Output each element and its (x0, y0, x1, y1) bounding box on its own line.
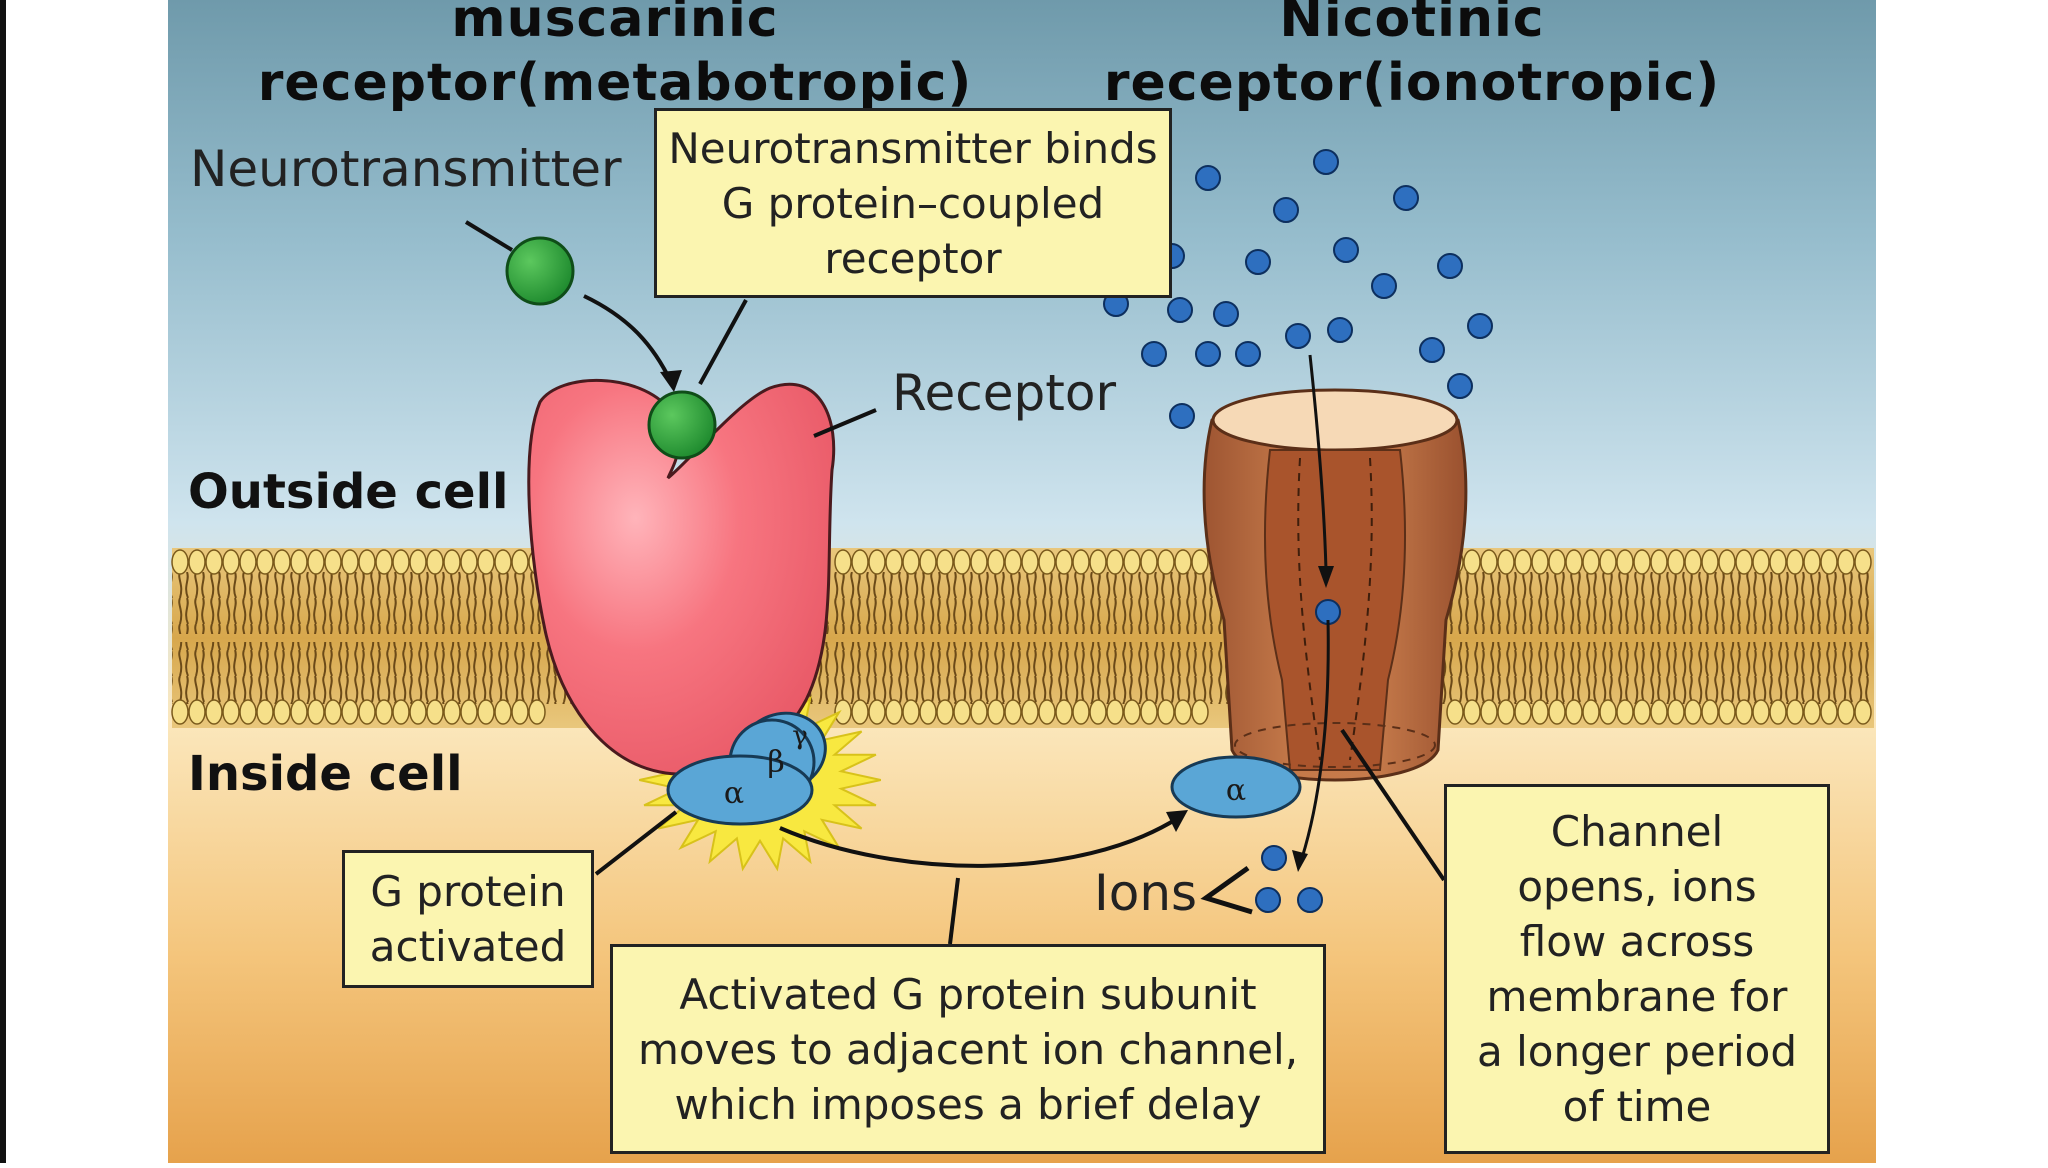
nicotinic-title-line2: receptor(ionotropic) (1103, 53, 1721, 113)
channel-line-3: flow across (1519, 917, 1755, 966)
muscarinic-title-line2: receptor(metabotropic) (257, 53, 973, 113)
ion (1467, 313, 1493, 339)
binds-line-1: Neurotransmitter binds (668, 123, 1158, 173)
neurotransmitter-label: Neurotransmitter (190, 140, 622, 198)
callout-channel-opens: Channel opens, ions flow across membrane… (1444, 784, 1830, 1154)
nicotinic-title-line1: Nicotinic (1279, 0, 1545, 49)
arrows-and-leaders (464, 220, 1446, 945)
ion (1261, 845, 1287, 871)
subunit-labels: α β γ α (724, 721, 1246, 811)
ion (1273, 197, 1299, 223)
activated-line-2: activated (369, 922, 567, 971)
callout-neurotransmitter-binds: Neurotransmitter binds G protein–coupled… (654, 108, 1172, 298)
ion (1255, 887, 1281, 913)
moves-line-2: moves to adjacent ion channel, (637, 1024, 1299, 1074)
gamma-label: γ (792, 721, 808, 751)
alpha-label-left: α (724, 776, 744, 811)
moves-line-3: which imposes a brief delay (674, 1079, 1262, 1129)
ion (1393, 185, 1419, 211)
ions-label: Ions (1094, 864, 1198, 922)
callout-g-protein-activated: G protein activated (342, 850, 594, 988)
alpha-label-right: α (1226, 773, 1246, 808)
binds-line-2: G protein–coupled (721, 178, 1105, 228)
lipid-bilayer (171, 548, 1874, 728)
receptor-label: Receptor (892, 364, 1116, 422)
ion (1169, 403, 1195, 429)
ion (1235, 341, 1261, 367)
ion (1327, 317, 1353, 343)
ion (1141, 341, 1167, 367)
g-protein-subunits (666, 711, 1302, 826)
binds-line-3: receptor (824, 233, 1002, 283)
neurotransmitters (505, 236, 717, 460)
ion (1285, 323, 1311, 349)
ion (1195, 165, 1221, 191)
muscarinic-title-line1: muscarinic (451, 0, 779, 49)
callout-subunit-moves: Activated G protein subunit moves to adj… (610, 944, 1326, 1154)
activated-line-1: G protein (370, 867, 566, 916)
ion (1371, 273, 1397, 299)
moves-line-1: Activated G protein subunit (679, 969, 1257, 1019)
ion (1297, 887, 1323, 913)
ion (1195, 341, 1221, 367)
channel-line-5: a longer period (1477, 1027, 1797, 1076)
ion (1333, 237, 1359, 263)
inside-cell-label: Inside cell (188, 746, 463, 802)
ion-channel (1202, 388, 1468, 782)
ion (1447, 373, 1473, 399)
window-edge (0, 0, 6, 1163)
ion (1245, 249, 1271, 275)
channel-line-4: membrane for (1486, 972, 1788, 1021)
ion (1167, 297, 1193, 323)
ion (1213, 301, 1239, 327)
beta-label: β (767, 745, 784, 780)
ion (1313, 149, 1339, 175)
outside-cell-label: Outside cell (188, 464, 509, 520)
channel-line-1: Channel (1550, 807, 1724, 856)
channel-line-2: opens, ions (1517, 862, 1757, 911)
ion (1437, 253, 1463, 279)
ion (1419, 337, 1445, 363)
channel-line-6: of time (1562, 1082, 1712, 1131)
